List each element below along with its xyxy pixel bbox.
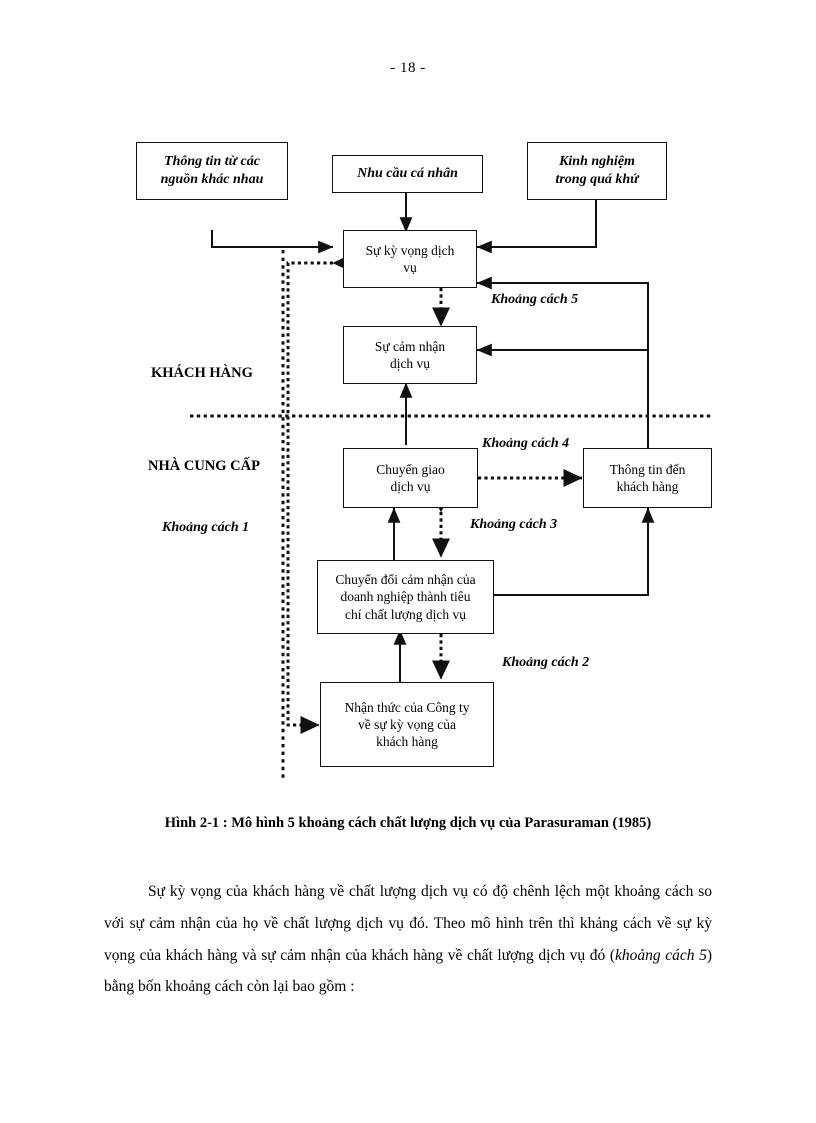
diagram-connectors <box>190 193 712 780</box>
edge-gap1-dotted <box>286 254 352 734</box>
gap-label-3: Khoảng cách 3 <box>468 517 560 533</box>
figure-caption: Hình 2-1 : Mô hình 5 khoảng cách chất lư… <box>164 815 652 831</box>
paragraph-tail: ) bằng bốn khoảng cách còn lại bao gồm : <box>104 946 712 996</box>
edge-past-experience-to-expected <box>476 200 597 254</box>
gap-label-5: Khoảng cách 5 <box>489 292 581 308</box>
zone-label-provider: NHÀ CUNG CẤP <box>148 458 260 474</box>
edge-standards-to-communication <box>494 507 655 596</box>
body-paragraph: Sự kỳ vọng của khách hàng về chất lượng … <box>104 876 712 1003</box>
edge-external-sources-to-expected <box>211 230 334 254</box>
paragraph-italic-term: khoảng cách 5 <box>615 946 707 964</box>
zone-label-customer: KHÁCH HÀNG <box>151 365 253 381</box>
gap-label-4: Khoảng cách 4 <box>480 436 572 452</box>
node-personal-needs[interactable]: Nhu cầu cá nhân <box>332 155 483 193</box>
node-personal-needs-label: Nhu cầu cá nhân <box>357 166 458 182</box>
paragraph-lead: Sự kỳ vọng của khách hàng về chất lượng … <box>104 883 712 964</box>
page-number: - 18 - <box>390 60 426 76</box>
gap-label-1: Khoảng cách 1 <box>160 520 252 536</box>
edge-communication-to-expected <box>476 276 649 450</box>
gap-label-2: Khoảng cách 2 <box>500 655 592 671</box>
